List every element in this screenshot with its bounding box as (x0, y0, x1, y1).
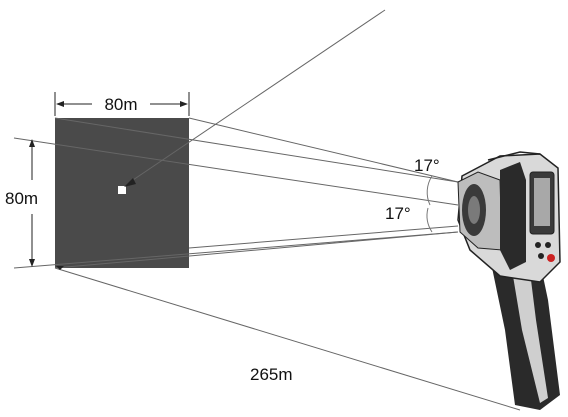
height-dimension (29, 139, 64, 270)
angle-arcs (426, 175, 433, 233)
view-rays (13, 117, 521, 411)
horizontal-angle-label: 17° (414, 156, 440, 175)
width-label: 80m (104, 95, 137, 114)
thermal-camera-icon (457, 151, 561, 410)
pointer-arrow (124, 9, 386, 187)
vertical-angle-label: 17° (385, 204, 411, 223)
width-dimension (54, 92, 190, 116)
target-spot (118, 186, 126, 194)
height-label: 80m (5, 189, 38, 208)
distance-label: 265m (250, 365, 293, 384)
